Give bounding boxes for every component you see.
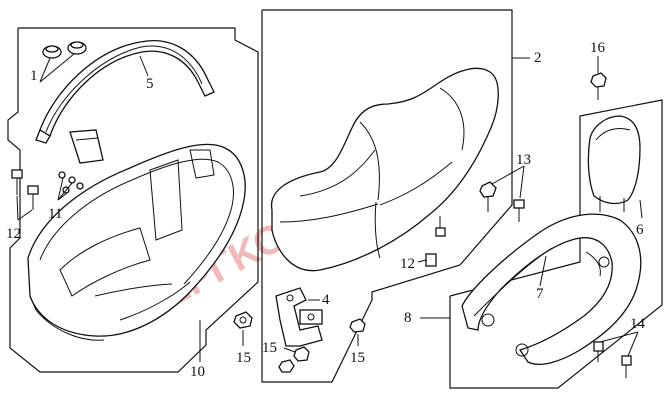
callout-4: 4 <box>322 292 330 308</box>
callout-7: 7 <box>536 286 544 302</box>
nut-15-hinge <box>278 346 310 373</box>
callout-11: 11 <box>48 206 62 222</box>
seat-group-frame <box>261 9 530 383</box>
nut-15-center <box>349 318 366 346</box>
callout-5: 5 <box>146 76 154 92</box>
bolts-14 <box>593 331 639 378</box>
callout-13: 13 <box>516 152 531 168</box>
bolt-12-middle <box>417 216 446 267</box>
nut-15-left <box>233 311 253 346</box>
leaders-left <box>16 53 201 362</box>
seat <box>270 67 499 272</box>
callout-10: 10 <box>190 364 205 380</box>
callout-16: 16 <box>590 40 606 56</box>
callout-15-center: 15 <box>350 350 365 366</box>
bolts-13 <box>479 165 525 222</box>
callout-2: 2 <box>534 50 542 66</box>
rear-grab-rail <box>461 213 642 365</box>
callout-6: 6 <box>636 222 644 238</box>
callout-15-middle: 15 <box>262 340 277 356</box>
callout-1: 1 <box>30 68 38 84</box>
bracket-with-screws <box>58 129 104 196</box>
backrest <box>587 115 643 219</box>
seat-hinge <box>275 287 323 347</box>
bolt-16 <box>590 56 607 100</box>
callout-8: 8 <box>404 310 412 326</box>
callout-15-left: 15 <box>236 350 251 366</box>
callout-12-left: 12 <box>6 226 21 242</box>
callout-12-middle: 12 <box>400 256 415 272</box>
callout-14: 14 <box>630 316 646 332</box>
bolts-left <box>11 169 39 210</box>
left-group-frame <box>7 27 259 373</box>
box-rim-strip <box>35 40 215 144</box>
rubber-caps <box>42 41 87 59</box>
luggage-box <box>27 143 246 341</box>
